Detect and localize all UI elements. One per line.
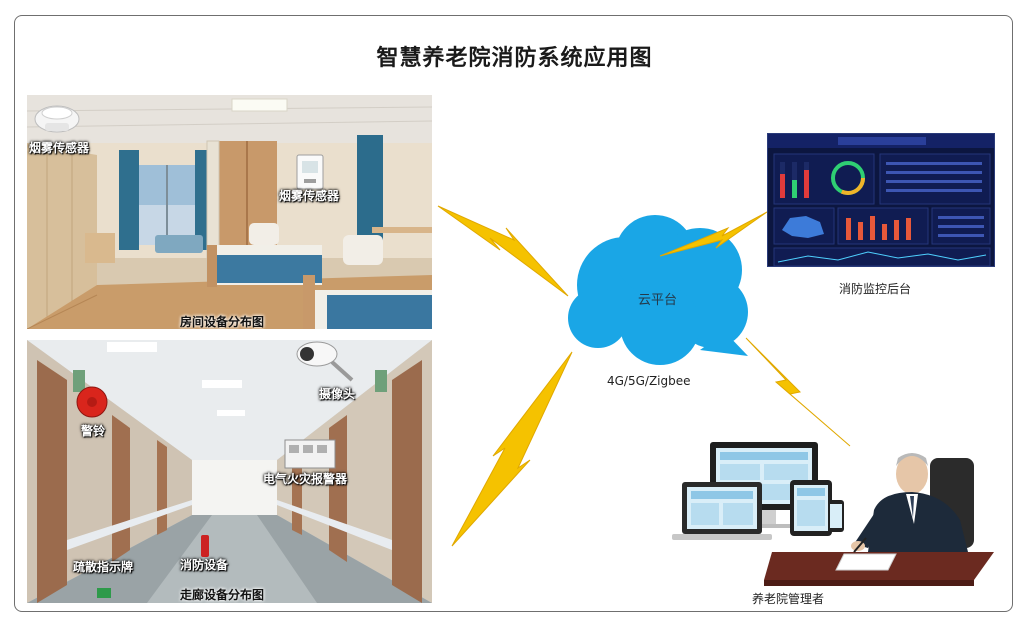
cloud-platform-label: 云平台	[638, 293, 678, 308]
camera-label: 摄像头	[319, 387, 356, 401]
room-panel-caption: 房间设备分布图	[180, 315, 265, 329]
nursing-home-manager-label: 养老院管理者	[752, 592, 825, 606]
lightning-bolt-hallway	[451, 351, 573, 547]
manager-illustration	[672, 442, 994, 586]
smoke-sensor-label-2: 烟雾传感器	[279, 189, 340, 203]
hallway-illustration	[27, 340, 432, 603]
hallway-equipment-panel: 警铃 摄像头 电气火灾报警器 疏散指示牌 消防设备 走廊设备分布图	[27, 340, 432, 603]
evacuation-sign-label: 疏散指示牌	[73, 560, 134, 574]
room-equipment-panel: 烟雾传感器 烟雾传感器 房间设备分布图	[27, 95, 432, 329]
monitoring-backend-label: 消防监控后台	[839, 282, 912, 296]
fire-equipment-label: 消防设备	[180, 558, 229, 572]
alarm-bell-label: 警铃	[81, 424, 106, 438]
lightning-bolt-room	[437, 205, 569, 297]
hallway-panel-caption: 走廊设备分布图	[180, 588, 265, 602]
electrical-fire-alarm-label: 电气火灾报警器	[263, 472, 348, 486]
lightning-bolt-manager	[745, 337, 851, 447]
smoke-sensor-label-1: 烟雾传感器	[29, 141, 90, 155]
network-protocol-label: 4G/5G/Zigbee	[607, 374, 691, 388]
diagram-title: 智慧养老院消防系统应用图	[376, 46, 653, 71]
fire-monitoring-dashboard	[767, 133, 995, 267]
dashboard-illustration	[768, 134, 994, 266]
room-illustration	[27, 95, 432, 329]
cloud-shape	[568, 215, 748, 365]
